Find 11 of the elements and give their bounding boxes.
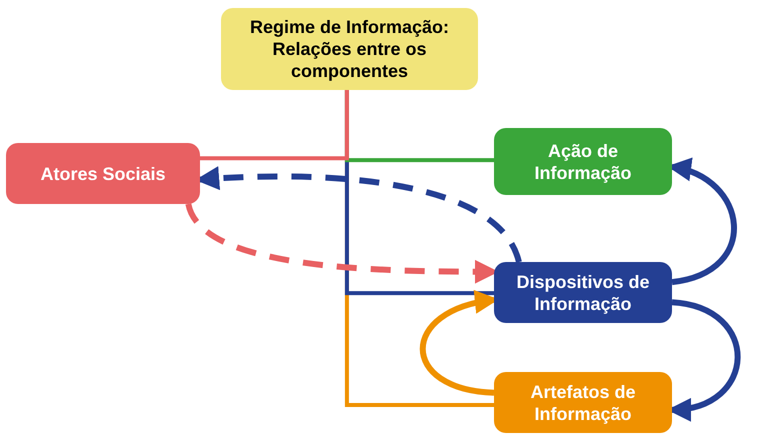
actor-box <box>6 143 200 204</box>
title-box <box>221 8 478 90</box>
artifact-box <box>494 372 672 433</box>
device-box <box>494 262 672 323</box>
node-label: Regime de Informação: Relações entre os componentes <box>248 16 450 82</box>
connector-line <box>200 90 349 160</box>
action-box <box>494 128 672 195</box>
node-label: Atores Sociais <box>40 162 166 184</box>
node-label: Ação de Informação <box>533 140 633 184</box>
node-label: Artefatos de Informação <box>529 380 637 424</box>
node-label: Dispositivos de Informação <box>515 270 651 314</box>
